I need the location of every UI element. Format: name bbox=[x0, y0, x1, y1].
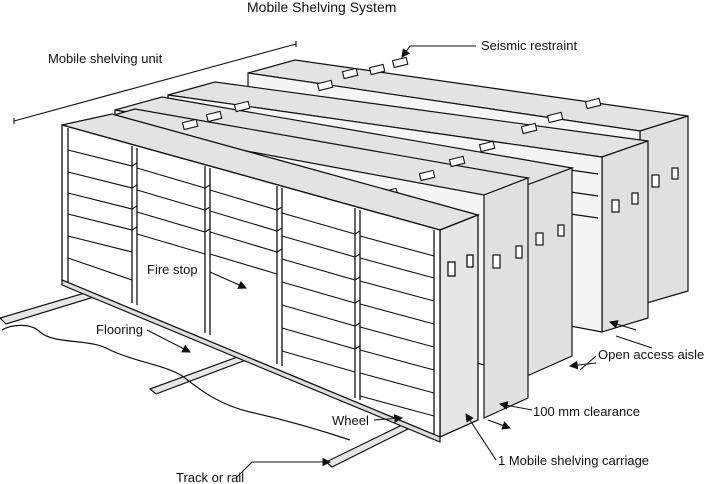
label-wheel: Wheel bbox=[332, 413, 369, 428]
shelves-bay-1 bbox=[67, 149, 138, 281]
label-fire-stop: Fire stop bbox=[147, 262, 198, 277]
label-seismic-restraint: Seismic restraint bbox=[481, 38, 578, 53]
label-open-access-aisle: Open access aisle bbox=[598, 347, 705, 362]
label-flooring: Flooring bbox=[96, 322, 143, 337]
unit-bracket bbox=[13, 41, 297, 124]
leader-lines bbox=[13, 41, 653, 479]
label-carriage: 1 Mobile shelving carriage bbox=[498, 453, 650, 468]
shelves-bay-4 bbox=[281, 212, 361, 373]
flooring-outline bbox=[1, 324, 351, 441]
label-mobile-shelving-unit: Mobile shelving unit bbox=[48, 51, 163, 66]
diagram-title: Mobile Shelving System bbox=[247, 0, 397, 15]
shelves-bay-5 bbox=[359, 235, 435, 417]
label-track-or-rail: Track or rail bbox=[176, 470, 245, 484]
front-carriage bbox=[61, 113, 481, 439]
shelves-bay-3 bbox=[209, 189, 283, 275]
front-uprights bbox=[67, 128, 435, 434]
shelves-bay-2 bbox=[136, 167, 211, 255]
floor-tracks bbox=[0, 291, 410, 468]
front-plinth bbox=[61, 279, 441, 443]
carriage-1b bbox=[89, 108, 531, 419]
label-clearance: 100 mm clearance bbox=[533, 404, 640, 419]
